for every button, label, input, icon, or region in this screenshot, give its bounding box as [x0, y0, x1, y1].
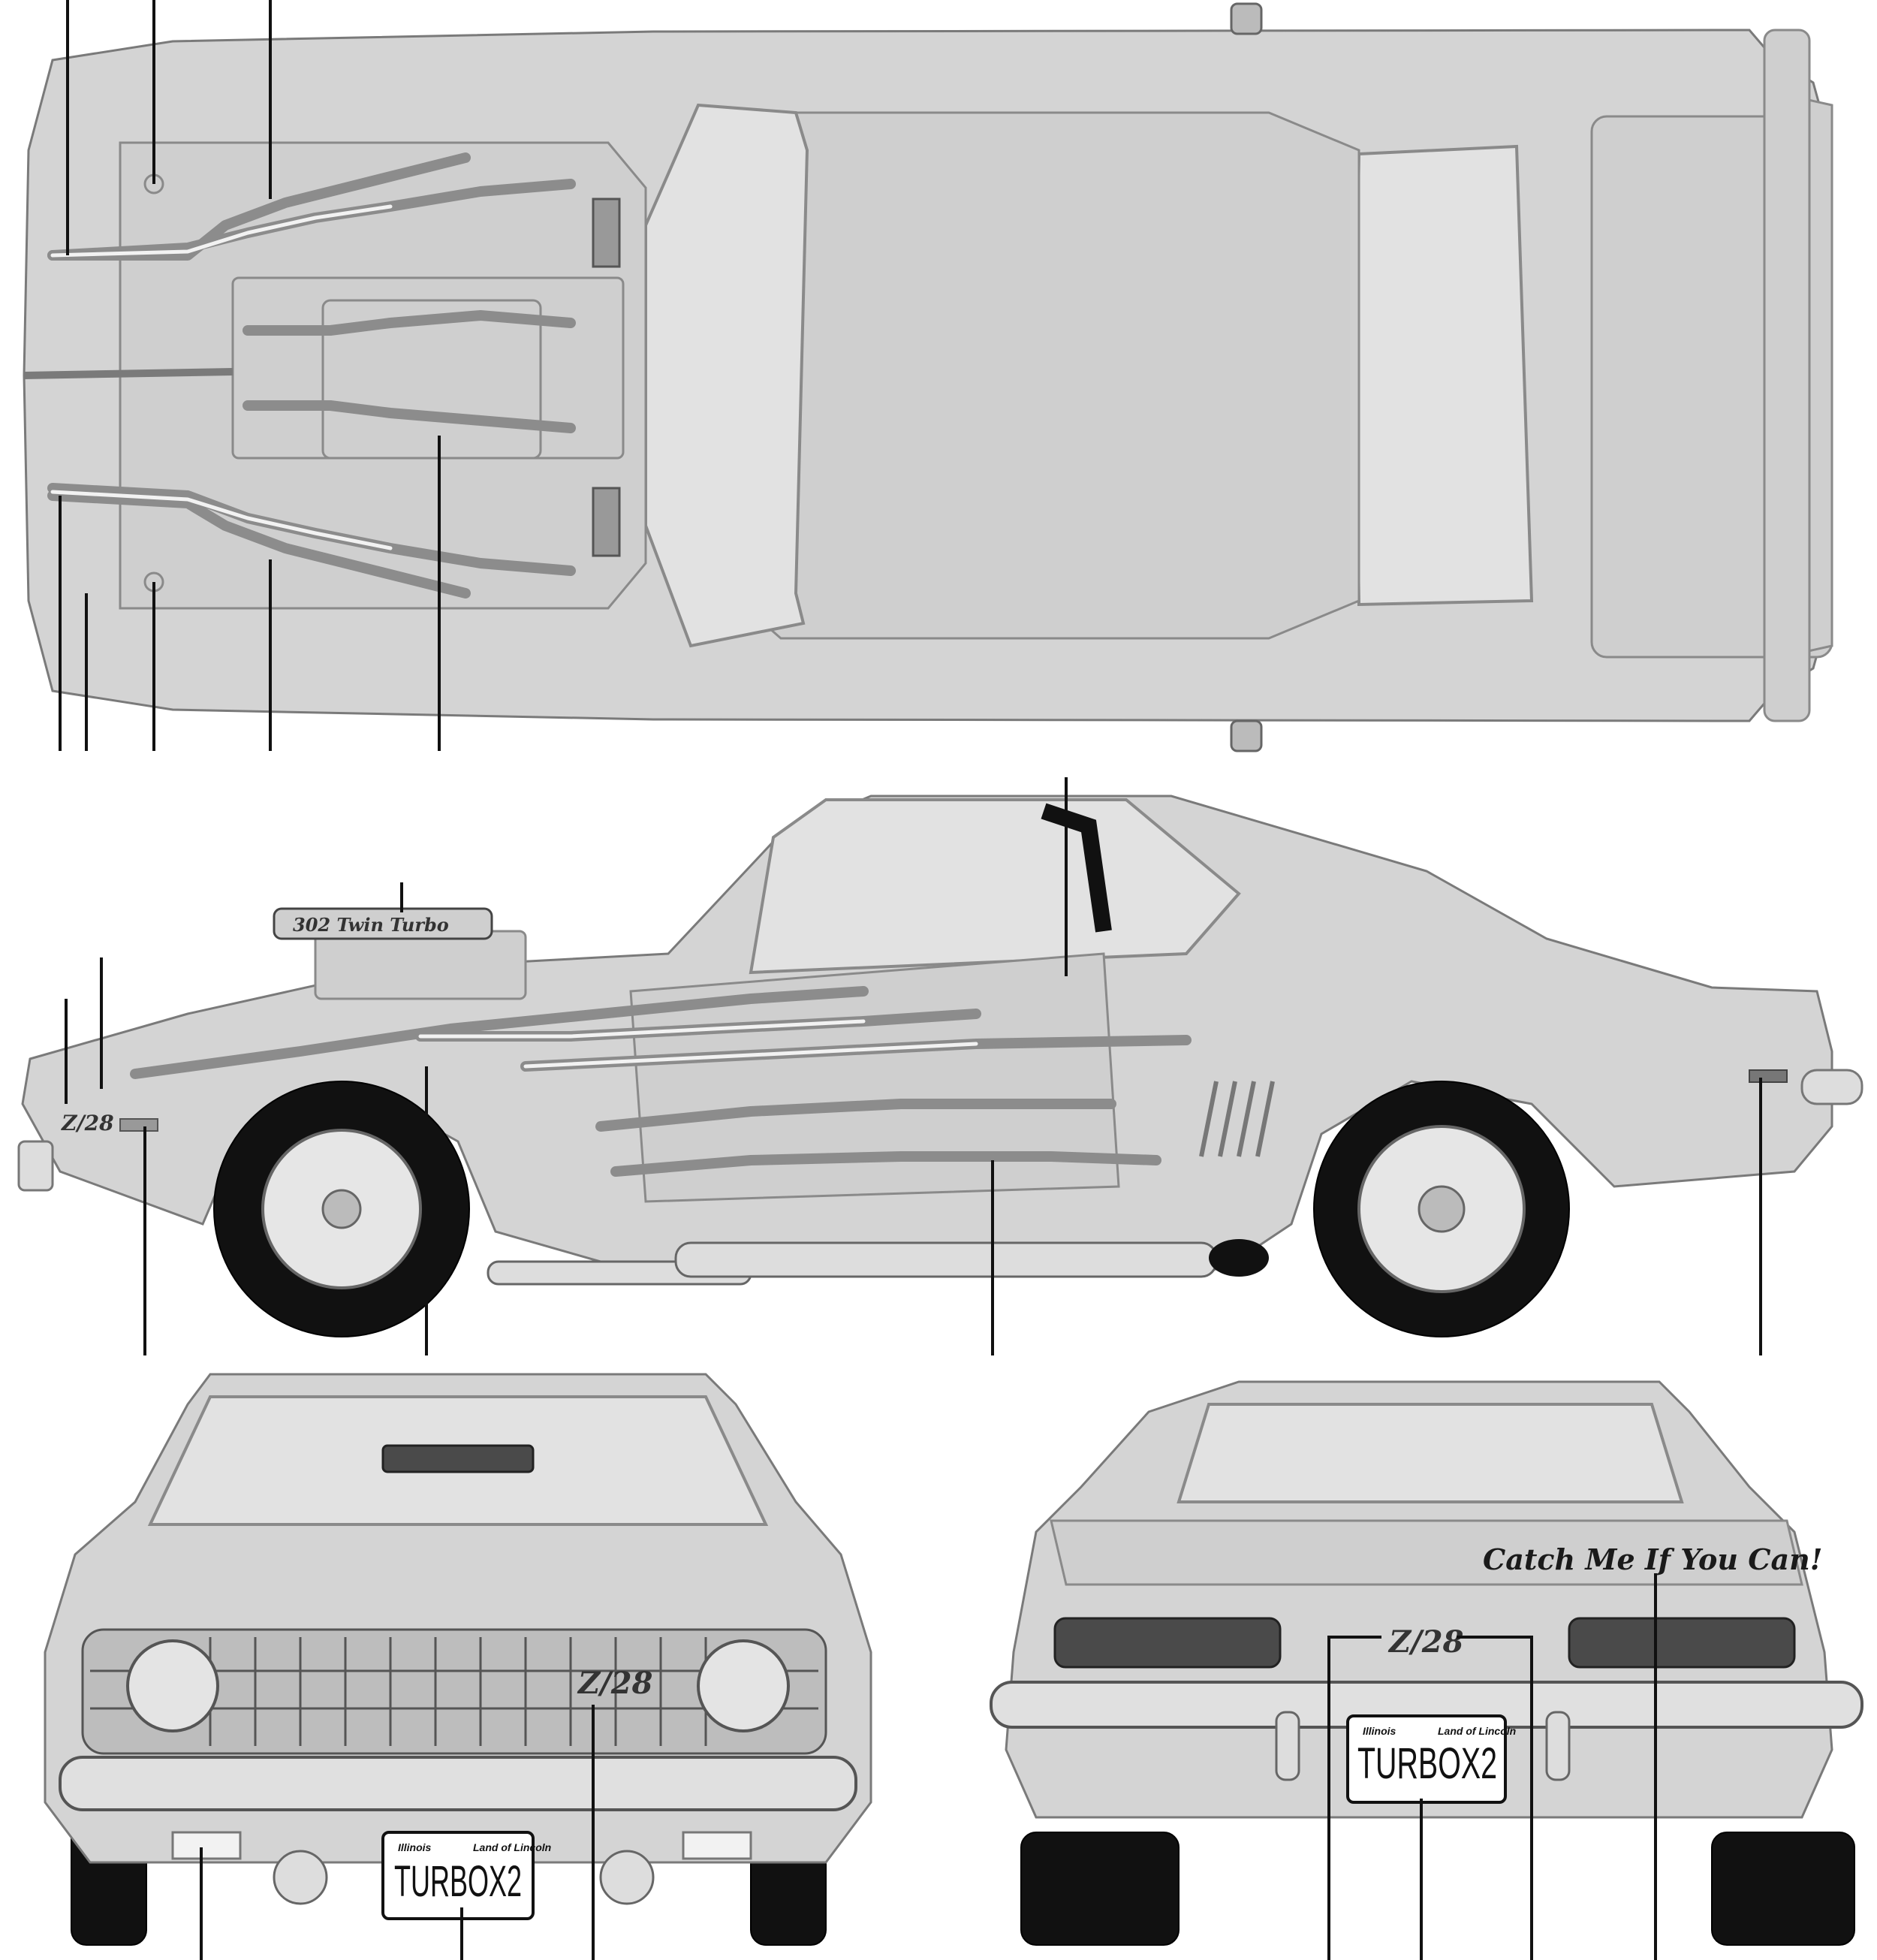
side-front-hub — [321, 1189, 362, 1229]
front-plate-number: TURBOX2 — [394, 1857, 522, 1906]
top-flame — [47, 152, 471, 261]
top-flame-core — [50, 490, 393, 550]
side-rear-bumper — [1800, 1069, 1863, 1105]
top-rear-window — [1353, 144, 1534, 607]
rear-plate-frame — [1346, 1714, 1507, 1804]
top-cowl-vent-left — [592, 198, 621, 268]
rear-taillight-left — [1053, 1617, 1282, 1669]
rear-spoiler-script: Catch Me If You Can! — [1483, 1542, 1822, 1576]
side-gill — [1199, 1081, 1219, 1157]
rear-tire-left — [1020, 1832, 1180, 1946]
front-view: Z/28 Illinois Land of Lincoln TURBOX2 — [44, 1373, 872, 1960]
rear-license-plate: Illinois Land of Lincoln TURBOX2 — [1346, 1714, 1516, 1804]
front-headlight-left — [126, 1639, 219, 1732]
rear-plate-state: Illinois — [1363, 1725, 1396, 1737]
side-rear-marker-light — [1749, 1069, 1788, 1083]
front-headlight-right — [697, 1639, 790, 1732]
top-view — [23, 0, 1833, 752]
side-flame-core — [418, 1019, 866, 1039]
rear-plate-number: TURBOX2 — [1357, 1739, 1497, 1788]
side-rear-wheel — [1313, 1081, 1570, 1337]
front-license-plate: Illinois Land of Lincoln TURBOX2 — [381, 1831, 551, 1920]
top-exhaust-left — [1230, 2, 1263, 35]
side-front-wheel — [213, 1081, 470, 1337]
top-exhaust-right — [1230, 719, 1263, 752]
side-callout-lines — [65, 777, 1762, 1355]
side-hood-scoop — [314, 930, 527, 1000]
side-flame-core — [523, 1042, 978, 1069]
front-parking-light-right — [682, 1831, 752, 1860]
side-gill — [1237, 1081, 1256, 1157]
rear-taillight-right — [1568, 1617, 1796, 1669]
callout-line — [1327, 1636, 1381, 1960]
front-plate-state: Illinois — [398, 1841, 432, 1853]
side-flame — [595, 1099, 1116, 1132]
top-flame — [47, 490, 471, 599]
side-gill — [1218, 1081, 1237, 1157]
side-view: 302 Twin Turbo Z/28 — [17, 777, 1863, 1355]
front-grille-badge: Z/28 — [577, 1666, 652, 1701]
front-plate-slogan: Land of Lincoln — [473, 1841, 551, 1853]
front-fog-light-right — [599, 1850, 655, 1905]
side-flame — [610, 1151, 1161, 1177]
rear-plate-slogan: Land of Lincoln — [1438, 1725, 1516, 1737]
side-flames — [130, 986, 1192, 1177]
top-flame — [243, 400, 576, 433]
front-fog-light-left — [273, 1850, 328, 1905]
side-flame — [130, 986, 869, 1079]
front-callout-lines — [200, 1705, 595, 1960]
side-front-marker-light — [119, 1118, 158, 1132]
top-flame — [243, 310, 576, 336]
top-cowl-vent-right — [592, 487, 621, 557]
top-callout-lines — [59, 0, 441, 751]
top-rear-bumper — [1763, 29, 1811, 722]
front-parking-light-left — [171, 1831, 242, 1860]
side-exhaust-tip — [1209, 1239, 1269, 1277]
rear-window — [1177, 1403, 1684, 1503]
top-windshield — [644, 103, 809, 648]
side-scoop-plate — [273, 907, 493, 940]
side-gills — [1199, 1081, 1275, 1157]
rear-bumperette-left — [1275, 1711, 1300, 1781]
top-roof — [719, 111, 1360, 640]
rear-badge: Z/28 — [1387, 1624, 1463, 1660]
side-rear-hub — [1418, 1185, 1466, 1233]
side-door — [629, 952, 1120, 1203]
rear-callout-lines — [1327, 1573, 1657, 1960]
rear-bumperette-right — [1545, 1711, 1571, 1781]
front-grille — [81, 1628, 827, 1755]
rear-view: Catch Me If You Can! Z/28 Illinois Land … — [990, 1380, 1863, 1960]
side-front-bumper — [17, 1140, 54, 1192]
side-window — [749, 798, 1241, 975]
top-flames — [47, 152, 576, 599]
top-flame-core — [50, 204, 393, 258]
side-roll-bar — [1041, 803, 1112, 933]
front-plate-frame — [381, 1831, 535, 1920]
rear-spoiler — [1050, 1519, 1803, 1586]
front-scoop-intake — [381, 1444, 535, 1473]
side-scoop-label: 302 Twin Turbo — [293, 914, 449, 936]
top-center-stripe — [23, 368, 233, 379]
callout-line — [1457, 1636, 1533, 1960]
rear-tire-right — [1711, 1832, 1855, 1946]
side-exhaust-pipe-rear — [674, 1241, 1218, 1278]
side-fender-badge: Z/28 — [61, 1111, 114, 1135]
front-bumper — [59, 1756, 857, 1811]
side-gill — [1255, 1081, 1275, 1157]
